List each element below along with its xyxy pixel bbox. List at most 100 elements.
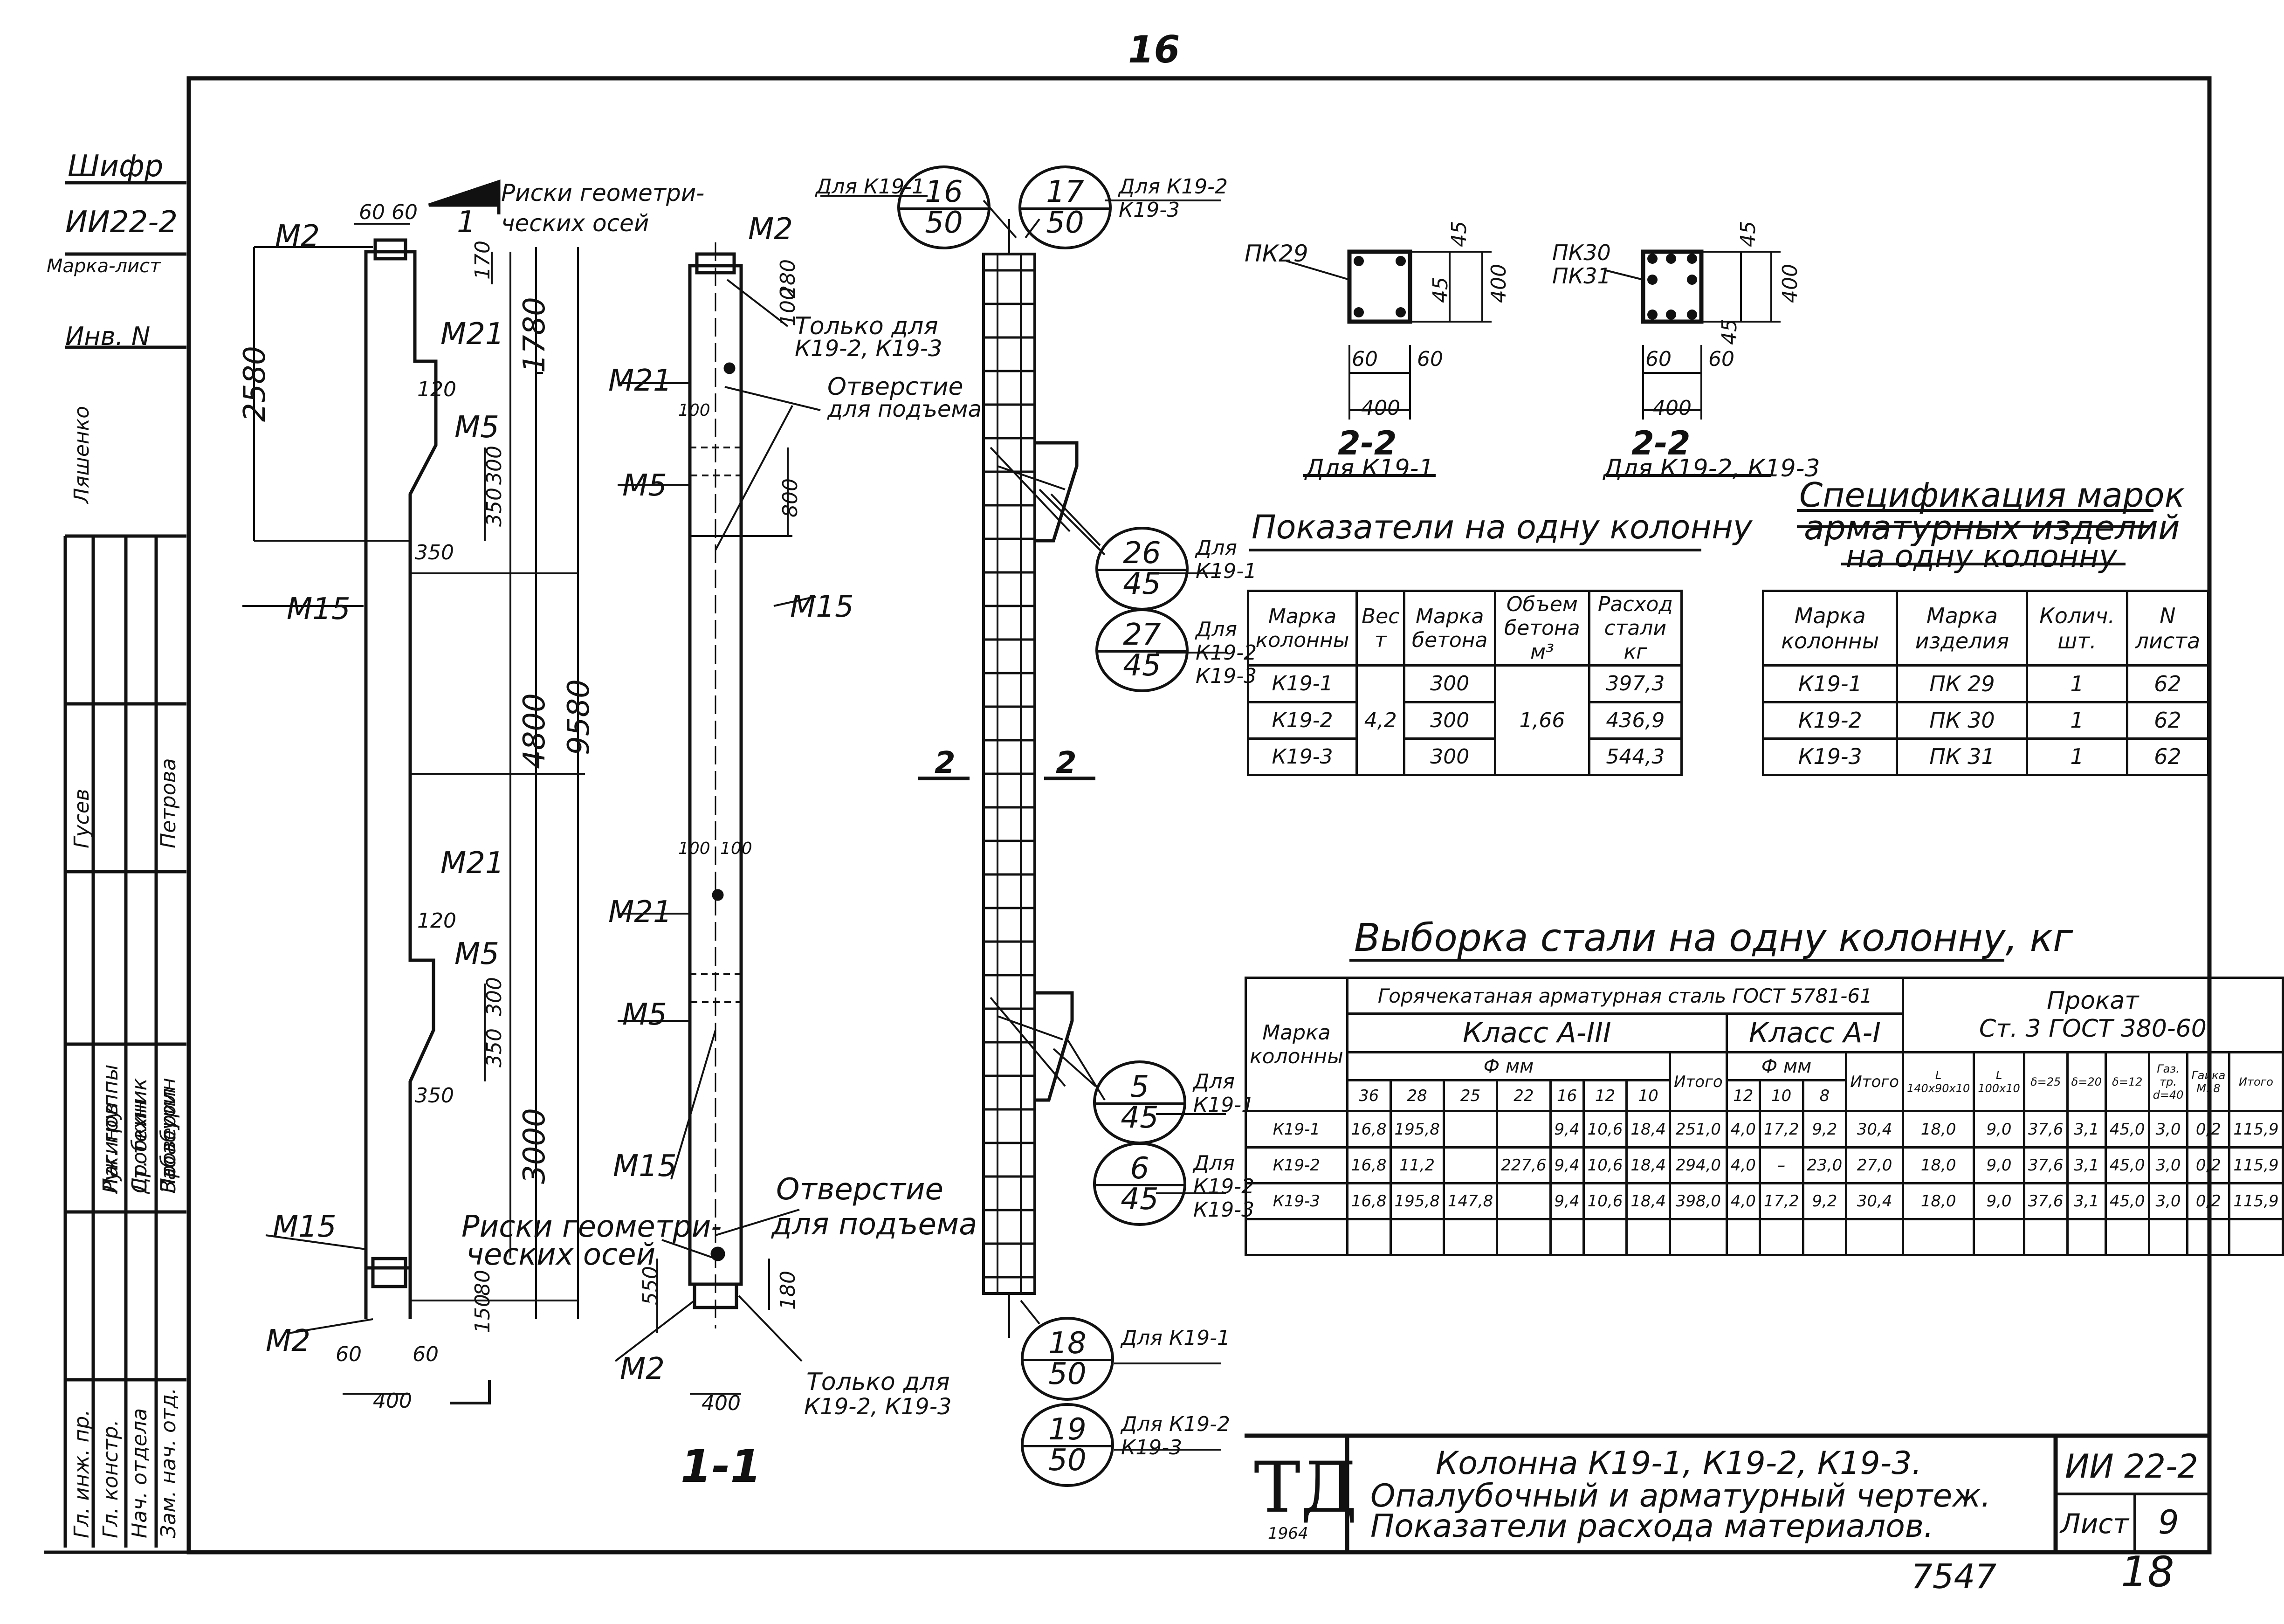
ind-merged: 4,2 bbox=[1355, 664, 1406, 776]
ind-header: Объем бетона м³ bbox=[1494, 589, 1590, 667]
callout-note: Для К19-2 bbox=[1119, 175, 1228, 199]
steel-empty bbox=[2147, 1218, 2189, 1257]
steel-value bbox=[1442, 1146, 1499, 1184]
steel-empty bbox=[1549, 1218, 1585, 1257]
spec-cell: ПК 29 bbox=[1896, 664, 2029, 703]
elev-m21b: М21 bbox=[440, 846, 504, 881]
ind-cell: 300 bbox=[1403, 737, 1497, 777]
elev-dim-3000: 3000 bbox=[517, 1108, 552, 1184]
spec-header: Марка изделия bbox=[1896, 589, 2029, 667]
steel-empty bbox=[2023, 1218, 2069, 1257]
side-dim-100c: 100 bbox=[678, 839, 710, 858]
side-axes-2: ческих осей bbox=[466, 1238, 656, 1272]
sec-b-sub: Для К19-2, К19-3 bbox=[1603, 454, 1820, 482]
elev-dim-4800: 4800 bbox=[517, 693, 552, 769]
steel-value: 30,4 bbox=[1845, 1182, 1904, 1220]
steel-d-a3: 22 bbox=[1496, 1079, 1552, 1113]
role-name: Гусев bbox=[70, 789, 94, 848]
steel-value: 0,2 bbox=[2186, 1110, 2231, 1149]
steel-value: 10,6 bbox=[1582, 1182, 1628, 1220]
stamp-logo: ТД bbox=[1254, 1447, 1357, 1528]
steel-empty bbox=[1845, 1218, 1904, 1257]
steel-empty bbox=[2104, 1218, 2150, 1257]
callout-num: 18 bbox=[1048, 1326, 1087, 1361]
steel-d-a1: 12 bbox=[1725, 1079, 1761, 1113]
side-hole-1: Отверстие bbox=[827, 373, 963, 401]
sec-b-mark-1: ПК30 bbox=[1552, 240, 1611, 265]
steel-classA1: Класс А-I bbox=[1725, 1012, 1904, 1053]
section-b-outline bbox=[1641, 249, 1704, 324]
side-hole-2: для подъема bbox=[827, 396, 982, 422]
steel-empty bbox=[1245, 1218, 1348, 1257]
spec-cell: К19-2 bbox=[1761, 701, 1899, 740]
sec-b-d45b: 45 bbox=[1718, 319, 1741, 345]
steel-value: К19-1 bbox=[1245, 1110, 1348, 1149]
elev-dim-350b: 350 bbox=[415, 541, 454, 564]
callout-divider bbox=[1098, 569, 1186, 571]
callout-note: К19-1 bbox=[1196, 559, 1257, 583]
steel-prokat-col: Гайка М18 bbox=[2186, 1051, 2231, 1113]
role-label: Нач. отдела bbox=[128, 1408, 151, 1538]
steel-value: 0,2 bbox=[2186, 1182, 2231, 1220]
steel-phi-a3: Ф мм bbox=[1346, 1051, 1672, 1082]
steel-d-a3: 36 bbox=[1346, 1079, 1392, 1113]
steel-value: 18,4 bbox=[1625, 1146, 1672, 1184]
steel-empty bbox=[2228, 1218, 2284, 1257]
side-axes-1: Риски геометри- bbox=[461, 1210, 722, 1244]
steel-value bbox=[1496, 1110, 1552, 1149]
steel-value: 3,0 bbox=[2147, 1182, 2189, 1220]
sec-b-d60a: 60 bbox=[1645, 347, 1672, 371]
role-name: Петрова bbox=[157, 758, 180, 848]
elev-m5a: М5 bbox=[454, 410, 499, 445]
page-number: 16 bbox=[1128, 28, 1180, 71]
side-m5a: М5 bbox=[622, 468, 667, 503]
steel-value: 3,0 bbox=[2147, 1146, 2189, 1184]
steel-prokat-col: L 140х90х10 bbox=[1901, 1051, 1975, 1113]
steel-value: 18,0 bbox=[1901, 1146, 1975, 1184]
sec-b-title: 2-2 bbox=[1631, 424, 1691, 462]
steel-value: 16,8 bbox=[1346, 1146, 1392, 1184]
sec-a-title: 2-2 bbox=[1338, 424, 1397, 462]
role-label: Рук. группы bbox=[99, 1064, 123, 1193]
steel-d-a3: 25 bbox=[1442, 1079, 1499, 1113]
marka-label: Марка-лист bbox=[47, 255, 161, 277]
ind-cell: 300 bbox=[1403, 701, 1497, 740]
sec-b-d400b: 400 bbox=[1652, 396, 1692, 420]
ind-header: Вес т bbox=[1355, 589, 1406, 667]
callout-sheet: 45 bbox=[1123, 567, 1161, 601]
steel-value: 9,4 bbox=[1549, 1110, 1585, 1149]
elev-axes-note-2: ческих осей bbox=[501, 210, 649, 237]
callout-note: Для bbox=[1193, 1070, 1235, 1094]
side-m5b: М5 bbox=[622, 998, 667, 1032]
steel-empty bbox=[1901, 1218, 1975, 1257]
section-a-outline bbox=[1347, 249, 1412, 324]
steel-value: 147,8 bbox=[1442, 1182, 1499, 1220]
callout-num: 26 bbox=[1123, 536, 1161, 571]
steel-classA3: Класс А-III bbox=[1346, 1012, 1728, 1053]
column-outline bbox=[364, 250, 438, 1270]
stamp-line-3: Показатели расхода материалов. bbox=[1370, 1508, 1934, 1545]
steel-value: 16,8 bbox=[1346, 1182, 1392, 1220]
rebar-sec-mark-a: 2 bbox=[935, 746, 956, 780]
elev-axes-note-1: Риски геометри- bbox=[501, 179, 705, 206]
steel-value: 23,0 bbox=[1802, 1146, 1848, 1184]
steel-phi-a1: Ф мм bbox=[1725, 1051, 1848, 1082]
steel-prokat-col: δ=25 bbox=[2023, 1051, 2069, 1113]
steel-value: 27,0 bbox=[1845, 1146, 1904, 1184]
callout-sheet: 50 bbox=[1048, 1357, 1087, 1391]
callout-note: К19-1 bbox=[1193, 1093, 1255, 1117]
steel-value: 115,9 bbox=[2228, 1110, 2284, 1149]
role-name: Ляшенко bbox=[70, 406, 94, 503]
steel-empty bbox=[1389, 1218, 1445, 1257]
spec-cell: 62 bbox=[2126, 664, 2210, 703]
callout-divider bbox=[1098, 650, 1186, 653]
side-only-2: К19-2, К19-3 bbox=[795, 336, 942, 362]
steel-empty bbox=[1802, 1218, 1848, 1257]
steel-value: 45,0 bbox=[2104, 1110, 2150, 1149]
callout-note: Для К19-1 bbox=[816, 175, 925, 199]
steel-empty bbox=[1625, 1218, 1672, 1257]
steel-empty bbox=[1669, 1218, 1728, 1257]
side-m21b: М21 bbox=[608, 895, 672, 929]
